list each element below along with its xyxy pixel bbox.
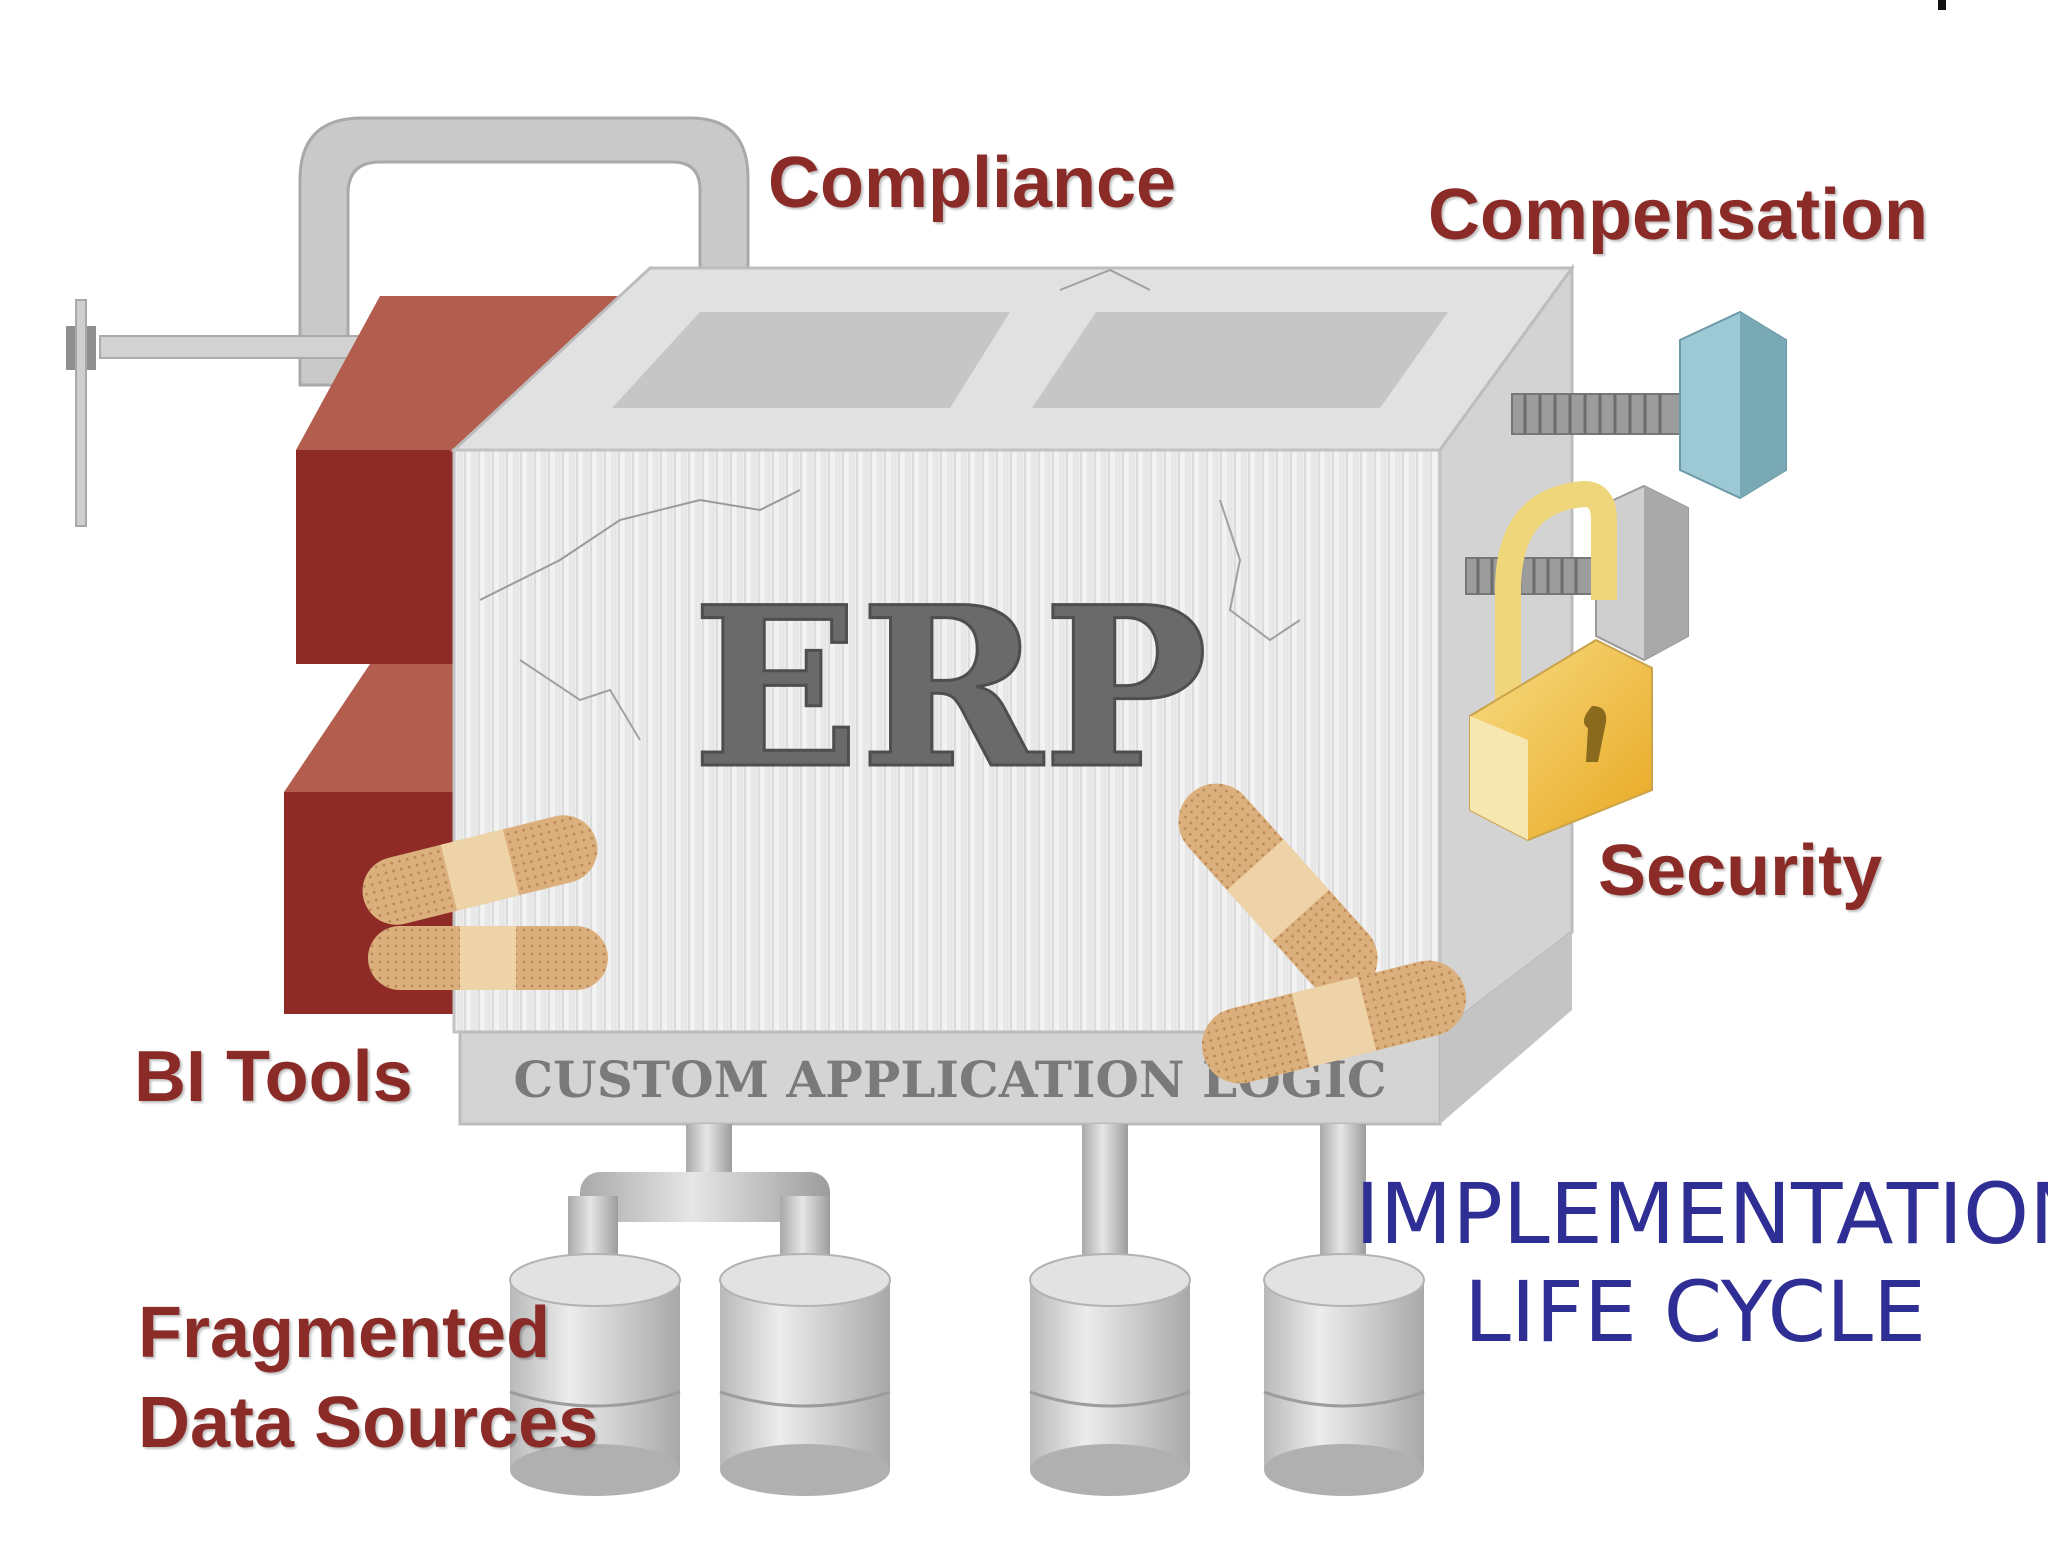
pipe-icon	[568, 1124, 1366, 1294]
database-cylinder-icon	[1029, 1253, 1191, 1496]
implementation-caption: IMPLEMENTATION LIFE CYCLE	[1355, 1165, 2048, 1361]
caption-line2: LIFE CYCLE	[1463, 1263, 1927, 1361]
padlock-icon	[1469, 480, 1653, 842]
database-cylinder-icon	[719, 1253, 891, 1496]
label-security: Security	[1598, 831, 1883, 911]
database-cylinder-icon	[1263, 1253, 1425, 1496]
label-compliance: Compliance	[768, 143, 1177, 223]
label-fragmented-line1: Fragmented	[138, 1293, 551, 1373]
erp-center-text: ERP	[692, 558, 1208, 817]
hex-bolt-icon	[1465, 484, 1689, 662]
bandage-icon	[1178, 783, 1467, 1084]
caption-line1: IMPLEMENTATION	[1355, 1165, 2048, 1263]
label-fragmented-line2: Data Sources	[138, 1383, 599, 1463]
hex-bolt-icon	[1511, 310, 1787, 500]
database-cylinder-icon	[509, 1253, 681, 1496]
bandage-icon	[362, 815, 608, 990]
erp-box: ERP CUSTOM APPLICATION LOGIC	[450, 263, 1575, 1126]
label-bi-tools: BI Tools	[134, 1037, 413, 1117]
label-compensation: Compensation	[1428, 175, 1929, 255]
corner-mark	[1938, 0, 1946, 10]
label-fragmented-data-sources: Fragmented Data Sources	[138, 1288, 598, 1468]
